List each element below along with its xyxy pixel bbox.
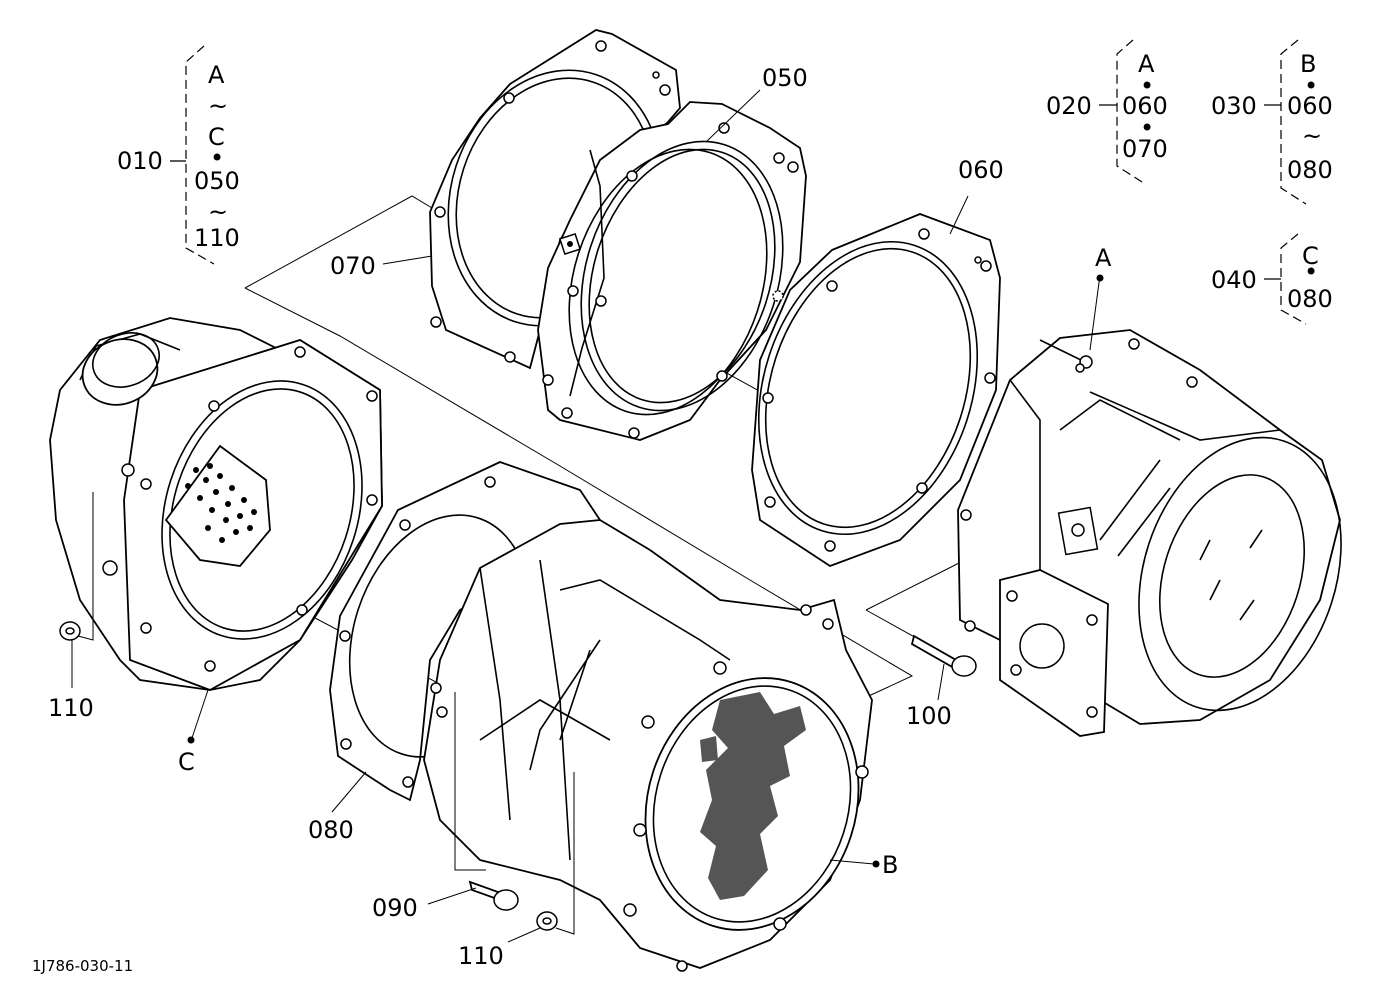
callout-070: 070 [330,252,376,280]
group-020-item-2: 060 [1122,92,1168,120]
dpf-assembly-b [423,519,873,972]
group-010-bracket [185,45,215,265]
group-020-bracket [1116,39,1143,183]
group-020-item-0: A [1138,50,1155,78]
callout-060: 060 [958,156,1004,184]
inlet-housing-c [49,317,383,691]
callout-110-bottom: 110 [458,942,504,970]
group-label-040: 040 [1211,266,1257,294]
ref-b: B [882,851,898,879]
group-030: 030 B • 060 ~ 080 [1211,39,1333,205]
group-030-item-1: • [1304,72,1318,100]
ref-c: C [178,748,195,776]
group-020-item-1: • [1140,72,1154,100]
bolt-100 [910,634,977,677]
flange-050 [537,101,807,441]
nut-110-bottom [536,911,558,931]
gasket-060 [751,213,1001,568]
group-010: 010 A ~ C • 050 ~ 110 [117,45,240,265]
group-030-item-2: 060 [1287,92,1333,120]
group-label-020: 020 [1046,92,1092,120]
group-020-item-3: • [1140,114,1154,142]
group-010-item-5: ~ [208,198,228,226]
group-040: 040 C • 080 [1211,233,1333,325]
ref-a: A [1095,244,1112,272]
bolt-090 [468,880,519,911]
nut-110-left [59,621,81,641]
callout-090: 090 [372,894,418,922]
perforated-tube [185,463,257,543]
group-010-item-4: 050 [194,167,240,195]
drawing-number: 1J786-030-11 [32,957,133,975]
group-030-item-3: ~ [1302,122,1322,150]
callout-leaders [71,89,1104,943]
group-040-bracket [1280,233,1307,325]
group-030-item-0: B [1300,50,1316,78]
group-010-item-3: • [210,144,224,172]
group-010-item-0: A [208,61,225,89]
group-010-item-1: ~ [208,92,228,120]
group-030-item-4: 080 [1287,156,1333,184]
group-010-item-2: C [208,123,225,151]
group-040-item-2: 080 [1287,285,1333,313]
callout-100: 100 [906,702,952,730]
callout-110-left: 110 [48,694,94,722]
group-040-item-1: • [1304,258,1318,286]
catalyst-housing-a [957,329,1342,737]
dpf-mesh-pattern [700,692,806,900]
group-020: 020 A • 060 • 070 [1046,39,1168,183]
group-040-item-0: C [1302,242,1319,270]
group-020-item-4: 070 [1122,135,1168,163]
callout-050: 050 [762,64,808,92]
group-030-bracket [1280,39,1307,205]
group-010-item-6: 110 [194,224,240,252]
group-label-030: 030 [1211,92,1257,120]
group-label-010: 010 [117,147,163,175]
callout-080: 080 [308,816,354,844]
